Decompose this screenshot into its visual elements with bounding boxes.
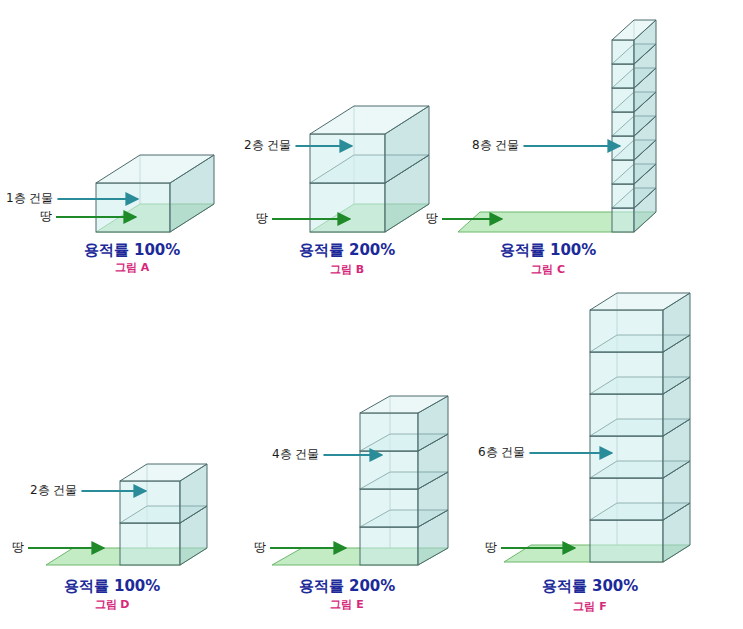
building [360,396,448,565]
figure-caption: 그림 C [531,264,565,277]
figure-caption: 그림 A [115,262,149,275]
building [590,293,690,562]
ratio-label: 용적률 300% [542,578,639,595]
ground-label: 땅 [254,541,266,555]
figure-caption: 그림 D [95,599,130,612]
leader-arrow [57,198,138,200]
leader-arrow [272,218,350,220]
leader-arrow [81,490,146,492]
ratio-label: 용적률 100% [64,578,161,595]
floor-label: 8층 건물 [472,139,519,153]
building [612,20,656,232]
figure-caption: 그림 B [330,264,364,277]
ground-label: 땅 [40,210,52,224]
leader-arrow [501,547,575,549]
figure-caption: 그림 E [330,599,363,612]
leader-arrow [295,145,352,147]
floor-label: 2층 건물 [244,139,291,153]
building [120,464,207,565]
leader-arrow [442,218,502,220]
ratio-label: 용적률 100% [84,242,181,259]
floor-label: 2층 건물 [30,484,77,498]
figure-caption: 그림 F [573,601,606,614]
leader-arrow [56,216,136,218]
ground-label: 땅 [256,212,268,226]
building [310,106,429,232]
floor-label: 6층 건물 [478,446,525,460]
ground-label: 땅 [12,541,24,555]
floor-label: 4층 건물 [272,448,319,462]
building [96,155,214,232]
ratio-label: 용적률 200% [299,242,396,259]
leader-arrow [523,145,620,147]
leader-arrow [270,547,346,549]
ground-label: 땅 [485,541,497,555]
ground-label: 땅 [426,212,438,226]
floor-label: 1층 건물 [6,192,53,206]
leader-arrow [529,452,612,454]
leader-arrow [28,547,104,549]
ratio-label: 용적률 200% [299,578,396,595]
ratio-label: 용적률 100% [500,242,597,259]
leader-arrow [323,454,382,456]
